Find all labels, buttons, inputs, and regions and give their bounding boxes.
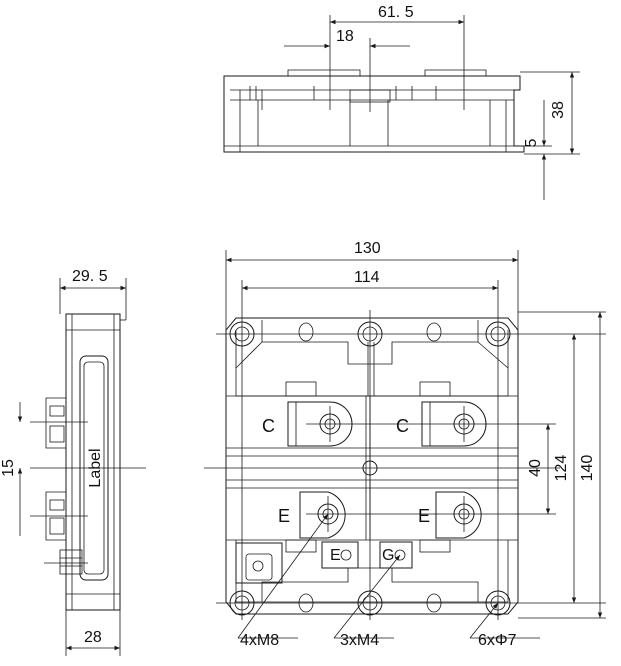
aux-terminal-gate: G <box>379 541 413 569</box>
callout-3xm4: 3xM4 <box>340 632 379 649</box>
terminal-e-right <box>435 491 482 539</box>
dim-text-140: 140 <box>579 455 596 482</box>
leader-6xphi7 <box>469 602 499 639</box>
aux-emitter-label: E <box>330 547 341 564</box>
aux-terminal-emitter: E <box>321 541 359 569</box>
side-dim-text-29-5: 29. 5 <box>72 268 108 285</box>
label-c-right: C <box>396 416 409 436</box>
dim-text-130: 130 <box>354 240 381 257</box>
side-view: Label 29. 5 28 15 <box>0 268 146 656</box>
dim-text-40: 40 <box>527 459 544 477</box>
front-view-outline <box>225 317 519 615</box>
label-e-left: E <box>278 506 290 526</box>
dim-text-61-5: 61. 5 <box>378 4 414 21</box>
dim-text-38: 38 <box>550 101 567 119</box>
aux-gate-label: G <box>382 547 394 564</box>
aux-terminal-left <box>235 542 283 584</box>
dim-text-5: 5 <box>523 138 540 147</box>
dim-text-124: 124 <box>553 455 570 482</box>
side-dim-text-28: 28 <box>84 629 102 646</box>
side-dim-text-15: 15 <box>0 459 17 477</box>
callout-4xm8: 4xM8 <box>240 632 279 649</box>
dim-text-18: 18 <box>336 28 354 45</box>
top-view-outline <box>223 75 525 153</box>
front-view: E G C C E E 130 114 <box>204 240 606 649</box>
label-e-right: E <box>418 506 430 526</box>
dim-text-114: 114 <box>354 269 380 286</box>
label-c-left: C <box>262 416 275 436</box>
leader-4xm8 <box>237 513 329 639</box>
leader-3xm4 <box>333 554 401 639</box>
terminal-e-left <box>299 491 346 539</box>
callout-6xphi7: 6xΦ7 <box>478 632 517 649</box>
top-view: 61. 5 18 38 5 <box>223 4 580 200</box>
